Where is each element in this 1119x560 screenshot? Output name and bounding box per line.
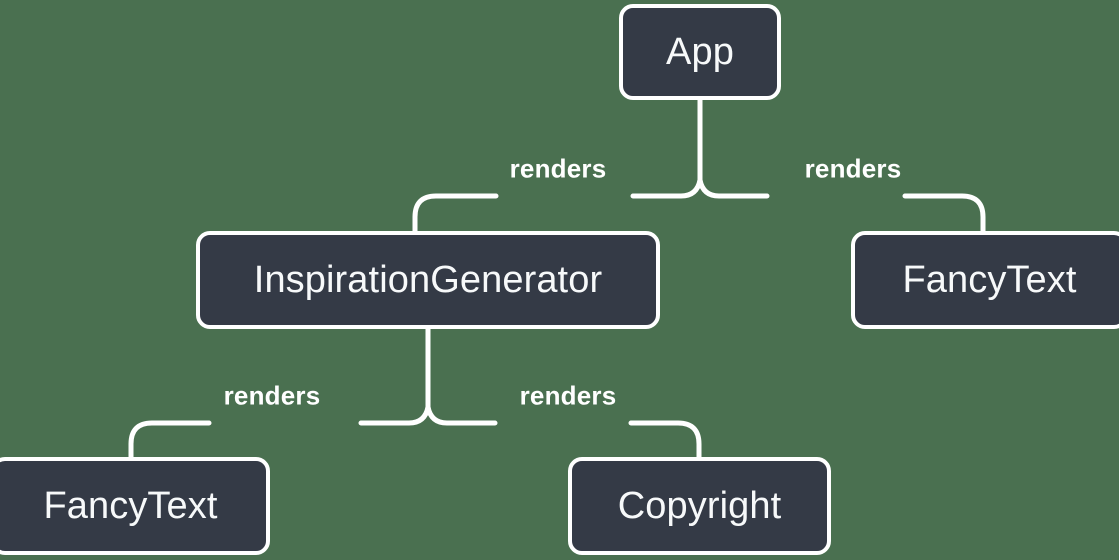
connector-app-junction-right <box>697 177 770 199</box>
node-inspiration-generator-label: InspirationGenerator <box>253 258 603 301</box>
node-fancy-text-bottom-left-label: FancyText <box>43 484 218 527</box>
connector-inspiration-junction-left <box>358 404 431 426</box>
node-fancy-text-right[interactable]: FancyText <box>851 231 1119 329</box>
node-app[interactable]: App <box>619 4 781 100</box>
connector-inspiration-to-copyright <box>628 420 702 460</box>
connector-app-to-fancy-text-right <box>902 193 986 234</box>
edge-label-inspiration-to-copyright: renders <box>519 380 617 411</box>
connector-app-junction-left <box>630 177 703 199</box>
connector-app-to-inspiration-generator <box>412 193 499 234</box>
connector-inspiration-junction-right <box>425 404 498 426</box>
node-fancy-text-right-label: FancyText <box>902 258 1077 301</box>
node-app-label: App <box>666 30 734 73</box>
edge-label-app-to-inspiration-generator: renders <box>509 153 607 184</box>
node-fancy-text-bottom-left[interactable]: FancyText <box>0 457 270 555</box>
node-copyright[interactable]: Copyright <box>568 457 831 555</box>
connector-inspiration-to-fancy-text-bottom-left <box>128 420 212 460</box>
edge-label-app-to-fancy-text-right: renders <box>804 153 902 184</box>
node-copyright-label: Copyright <box>617 484 782 527</box>
node-inspiration-generator[interactable]: InspirationGenerator <box>196 231 660 329</box>
edge-label-inspiration-to-fancy-text-bottom-left: renders <box>223 380 321 411</box>
